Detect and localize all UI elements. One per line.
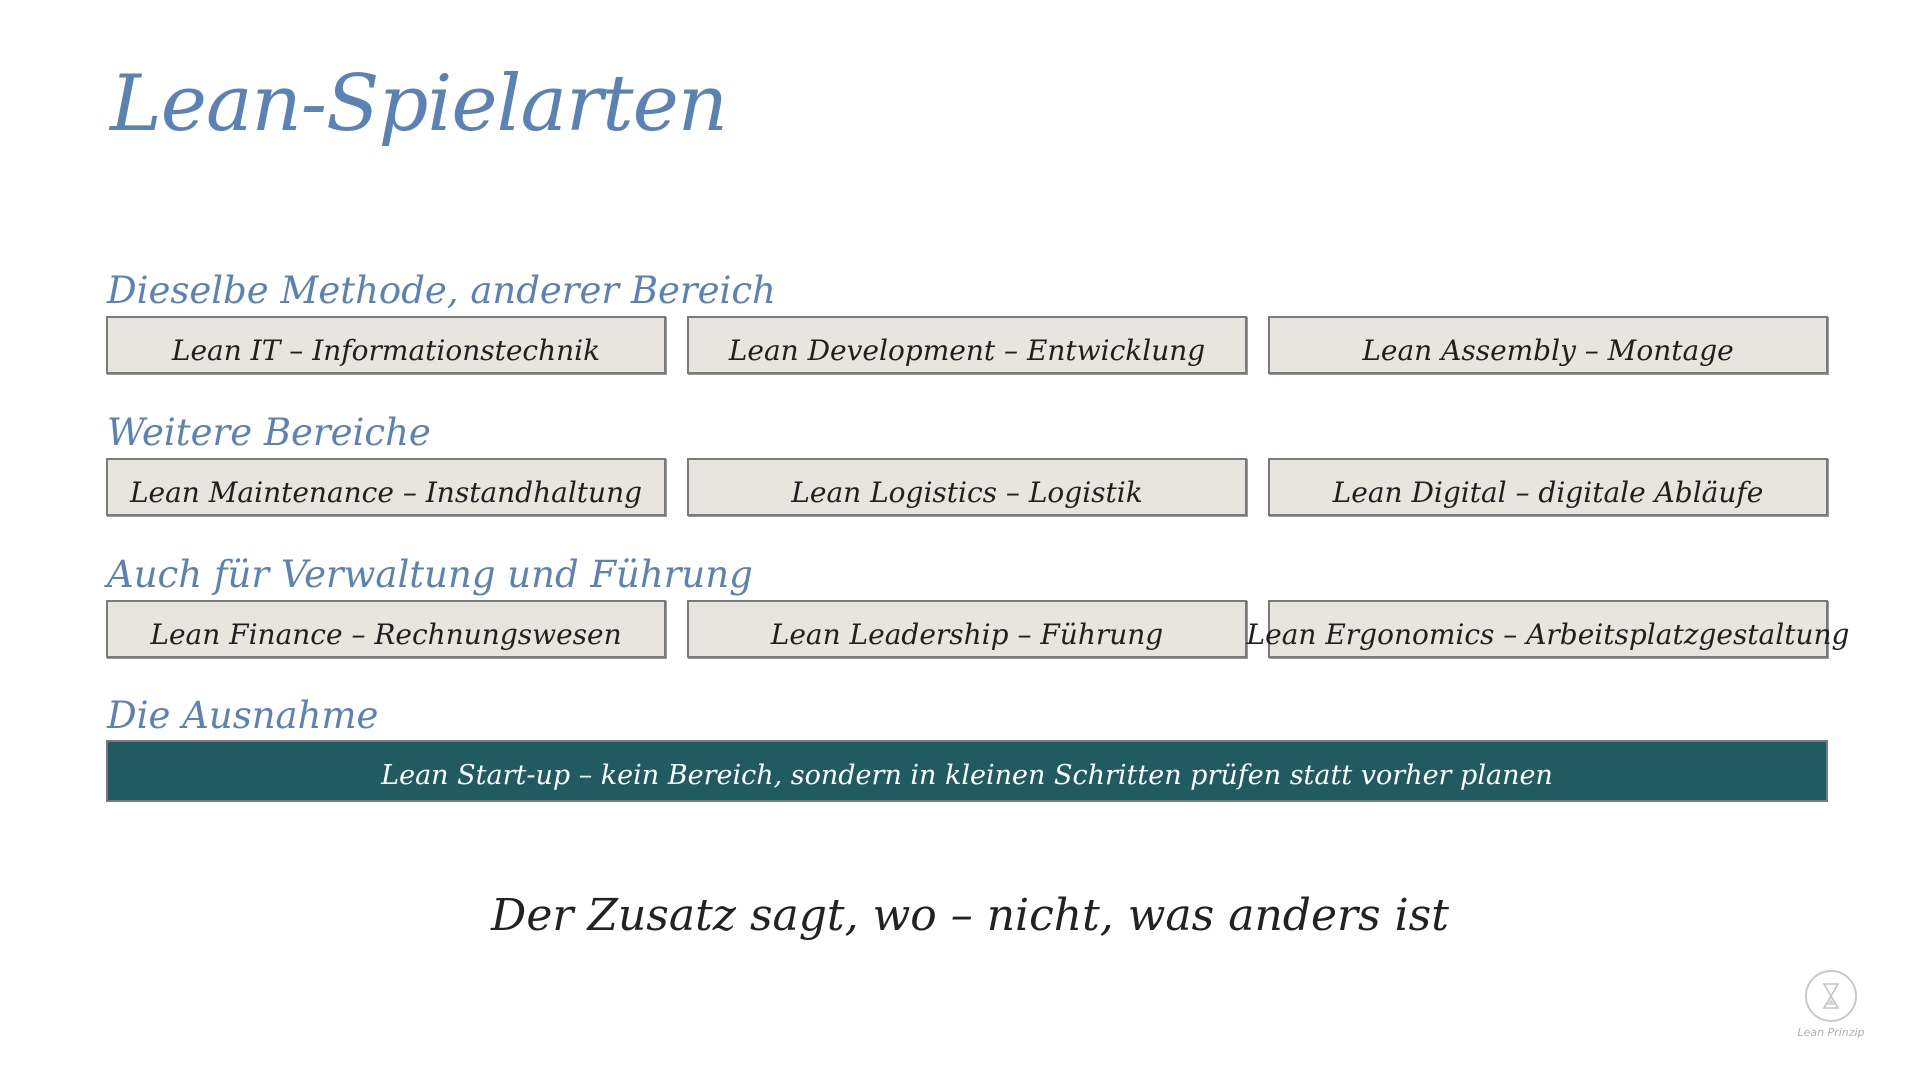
card-label: Lean Leadership – Führung bbox=[770, 617, 1164, 651]
section-heading-same-method: Dieselbe Methode, anderer Bereich bbox=[107, 269, 776, 312]
card-lean-startup: Lean Start-up – kein Bereich, sondern in… bbox=[106, 740, 1828, 802]
section-heading-further-areas: Weitere Bereiche bbox=[107, 411, 431, 454]
card-label: Lean Development – Entwicklung bbox=[728, 333, 1206, 367]
section-heading-exception: Die Ausnahme bbox=[107, 694, 379, 737]
card-label: Lean Maintenance – Instandhaltung bbox=[129, 475, 643, 509]
card-lean-assembly: Lean Assembly – Montage bbox=[1268, 316, 1828, 374]
section-heading-administration: Auch für Verwaltung und Führung bbox=[107, 553, 753, 596]
hourglass-icon bbox=[1805, 970, 1857, 1022]
card-lean-it: Lean IT – Informationstechnik bbox=[106, 316, 666, 374]
section-row-administration: Lean Finance – Rechnungswesen Lean Leade… bbox=[106, 600, 1849, 662]
section-row-further-areas: Lean Maintenance – Instandhaltung Lean L… bbox=[106, 458, 1828, 520]
logo-text: Lean Prinzip bbox=[1797, 1026, 1865, 1039]
card-label: Lean IT – Informationstechnik bbox=[171, 333, 601, 367]
card-label: Lean Start-up – kein Bereich, sondern in… bbox=[381, 759, 1553, 791]
card-lean-leadership: Lean Leadership – Führung bbox=[687, 600, 1247, 658]
page-title: Lean-Spielarten bbox=[110, 59, 728, 149]
card-label: Lean Ergonomics – Arbeitsplatzgestaltung bbox=[1246, 617, 1850, 651]
card-lean-logistics: Lean Logistics – Logistik bbox=[687, 458, 1247, 516]
card-label: Lean Digital – digitale Abläufe bbox=[1332, 475, 1764, 509]
card-lean-finance: Lean Finance – Rechnungswesen bbox=[106, 600, 666, 658]
logo: Lean Prinzip bbox=[1786, 970, 1876, 1039]
card-label: Lean Logistics – Logistik bbox=[791, 475, 1143, 509]
card-lean-digital: Lean Digital – digitale Abläufe bbox=[1268, 458, 1828, 516]
card-lean-development: Lean Development – Entwicklung bbox=[687, 316, 1247, 374]
card-label: Lean Finance – Rechnungswesen bbox=[150, 617, 622, 651]
card-label: Lean Assembly – Montage bbox=[1362, 333, 1734, 367]
card-lean-maintenance: Lean Maintenance – Instandhaltung bbox=[106, 458, 666, 516]
section-row-same-method: Lean IT – Informationstechnik Lean Devel… bbox=[106, 316, 1828, 378]
conclusion-text: Der Zusatz sagt, wo – nicht, was anders … bbox=[491, 890, 1449, 941]
card-lean-ergonomics: Lean Ergonomics – Arbeitsplatzgestaltung bbox=[1247, 600, 1849, 658]
